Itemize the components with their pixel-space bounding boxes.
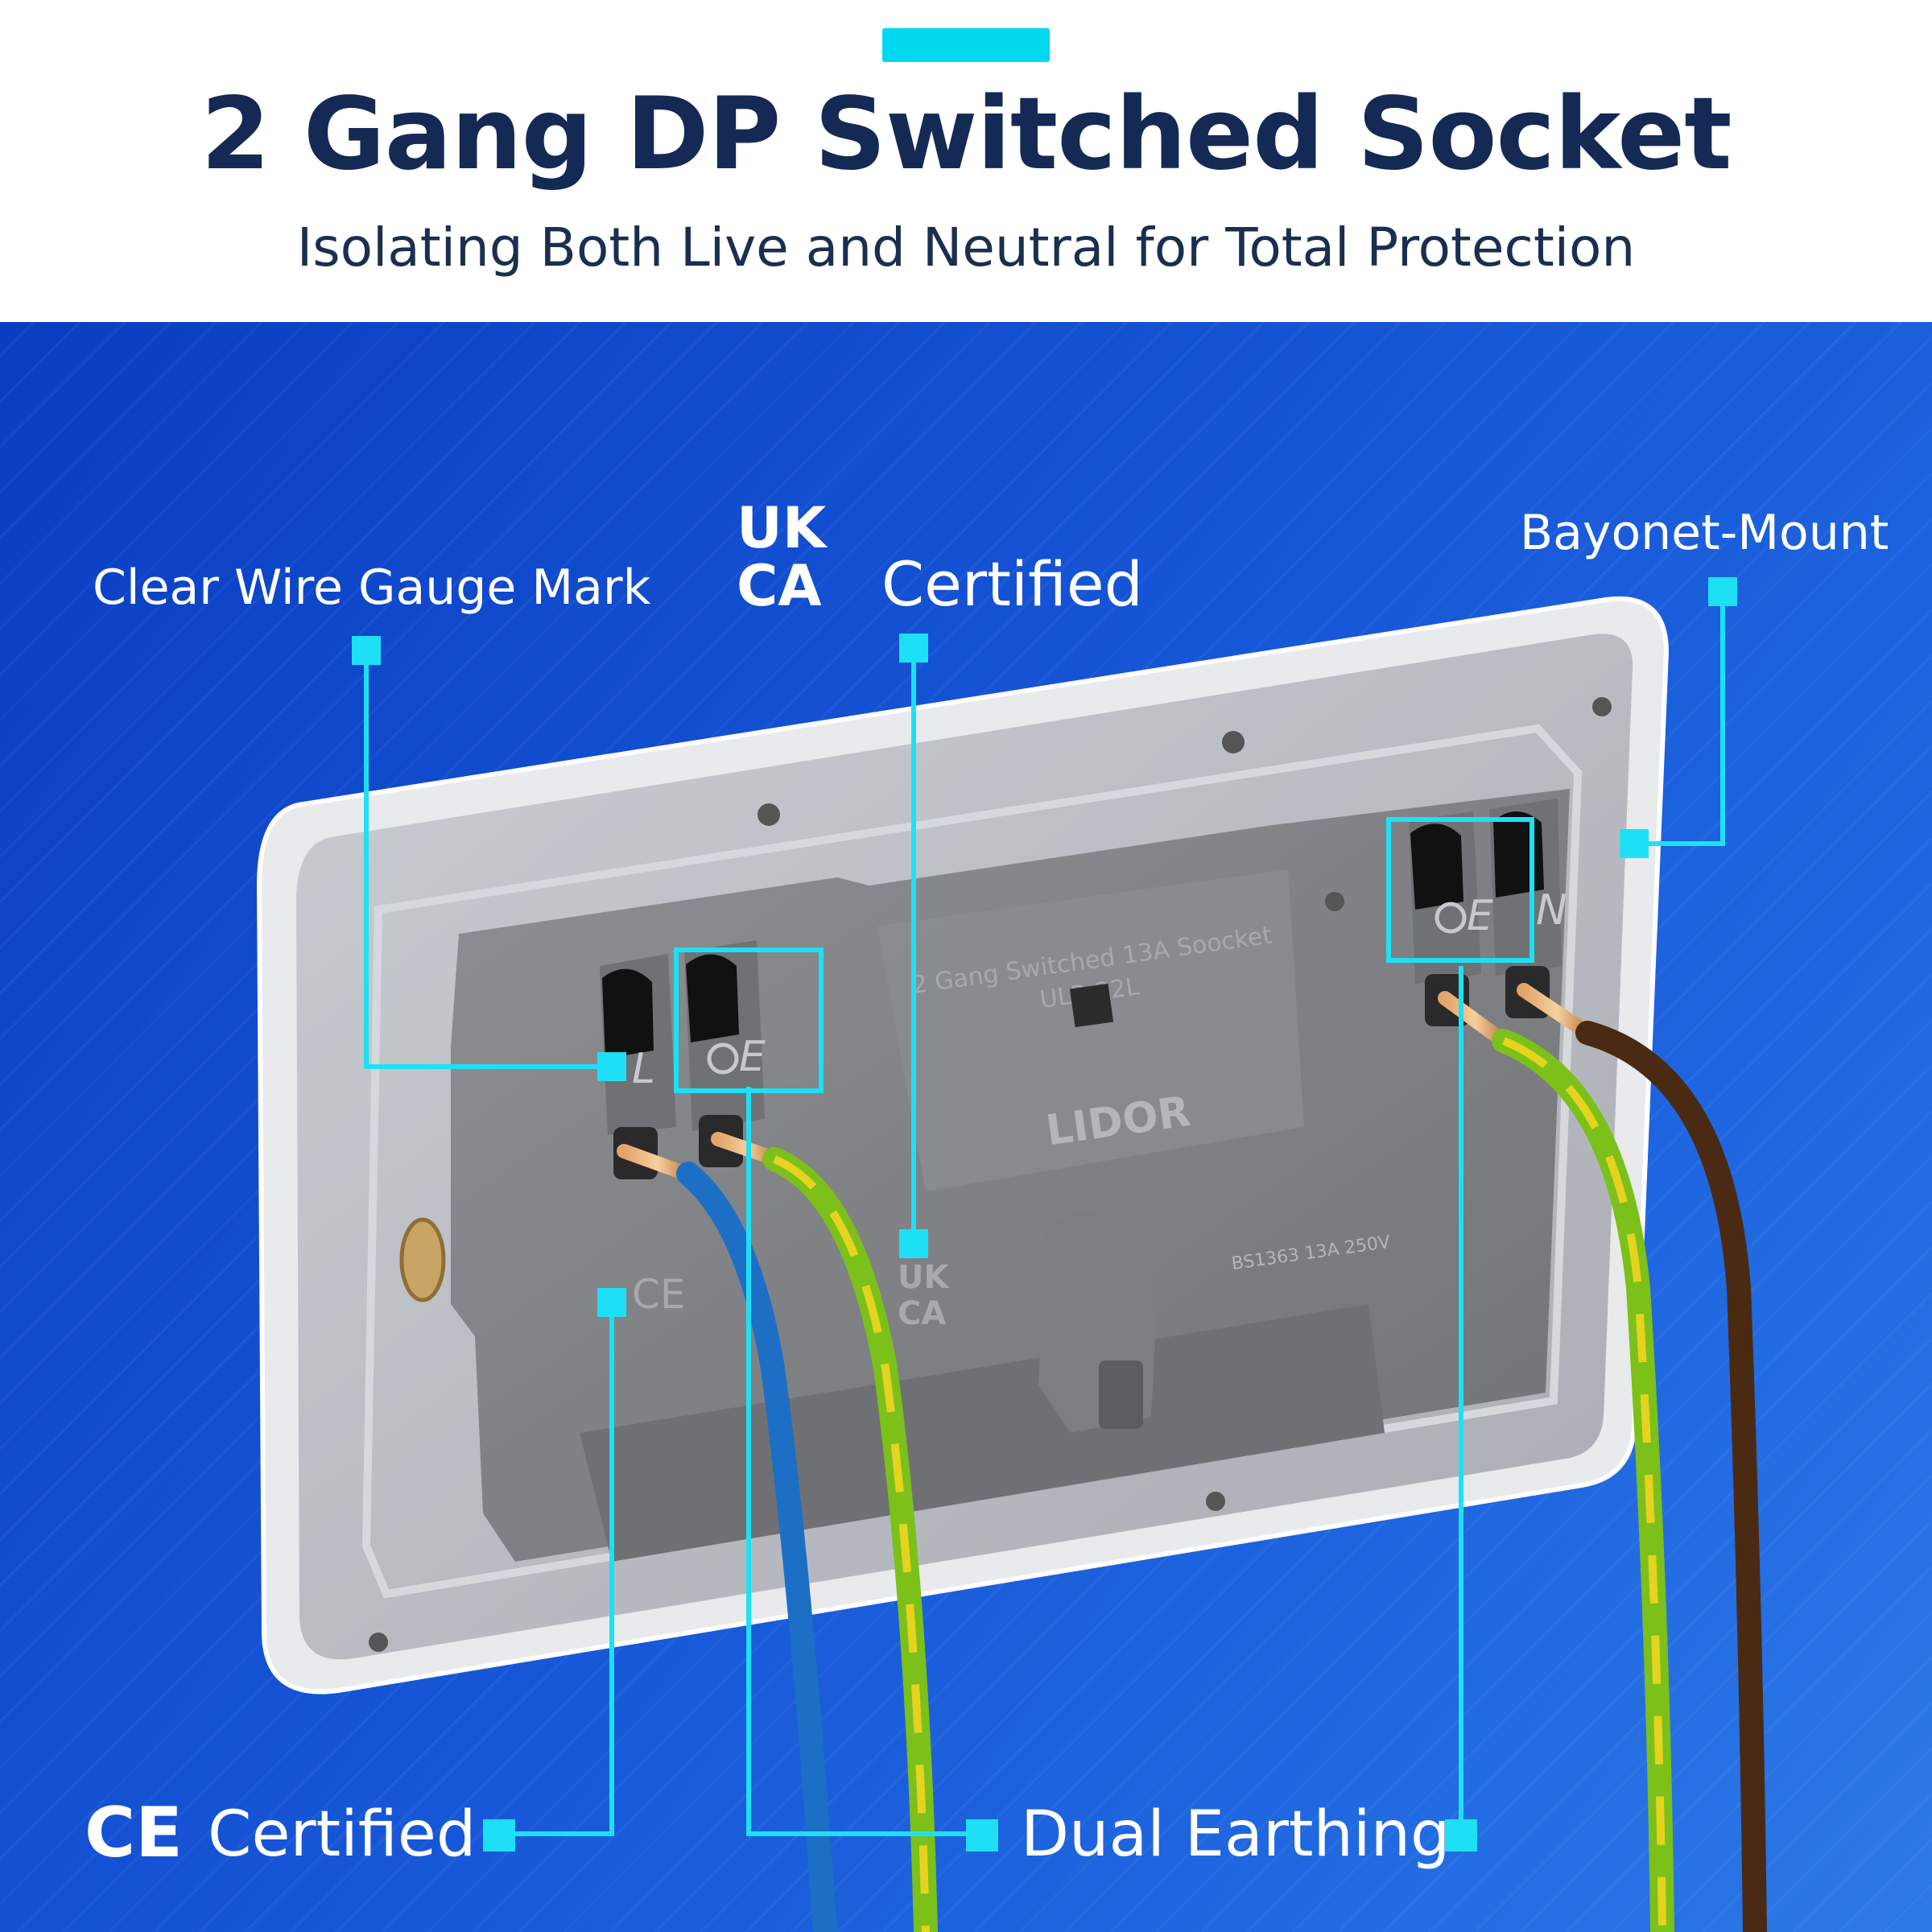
terminal-neutral-mark: N (1536, 886, 1567, 935)
page-subtitle: Isolating Both Live and Neutral for Tota… (296, 217, 1636, 279)
center-square-hole (1069, 983, 1114, 1028)
wire-earth-right-stripe (1502, 1037, 1666, 1932)
callout-ukca-certified: Certified (881, 548, 1143, 620)
page-title: 2 Gang DP Switched Socket (200, 76, 1732, 192)
terminal-live-pair (600, 954, 676, 1179)
ce-logo-text: CE (85, 1794, 181, 1866)
switch-cutout (1099, 1360, 1143, 1429)
ukca-logo-line2: CA (737, 553, 822, 609)
screw-hole (1222, 731, 1245, 753)
screw-hole (369, 1633, 388, 1652)
engraving-small-ukca-2: CA (898, 1295, 946, 1332)
terminal-earth-mark-right: E (1467, 892, 1493, 940)
callout-ce-certified: Certified (208, 1798, 477, 1871)
callout-bayonet-mount: Bayonet-Mount (1520, 505, 1889, 561)
callout-dual-earthing: Dual Earthing (1021, 1798, 1451, 1871)
screw-hole (1325, 892, 1344, 911)
screw-hole (1206, 1492, 1225, 1511)
brass-fixing (399, 1217, 446, 1302)
terminal-live-mark: L (632, 1045, 655, 1093)
ukca-logo-line1: UK (737, 495, 828, 561)
back-box-rim (361, 724, 1583, 1599)
header-panel: 2 Gang DP Switched Socket Isolating Both… (0, 0, 1932, 322)
screw-hole (758, 803, 780, 826)
ce-logo: CE (85, 1794, 181, 1866)
terminal-earth-mark: E (739, 1033, 766, 1081)
engraving-small-ukca-1: UK (898, 1259, 950, 1296)
accent-bar (882, 28, 1050, 62)
ukca-logo: UK CA (737, 495, 828, 609)
socket-body-highlight (877, 869, 1304, 1191)
engraving-small-ce: CE (632, 1271, 686, 1318)
screw-hole (1592, 697, 1612, 716)
wire-live-brown (1575, 1021, 1767, 1932)
callout-wire-gauge: Clear Wire Gauge Mark (93, 559, 651, 616)
